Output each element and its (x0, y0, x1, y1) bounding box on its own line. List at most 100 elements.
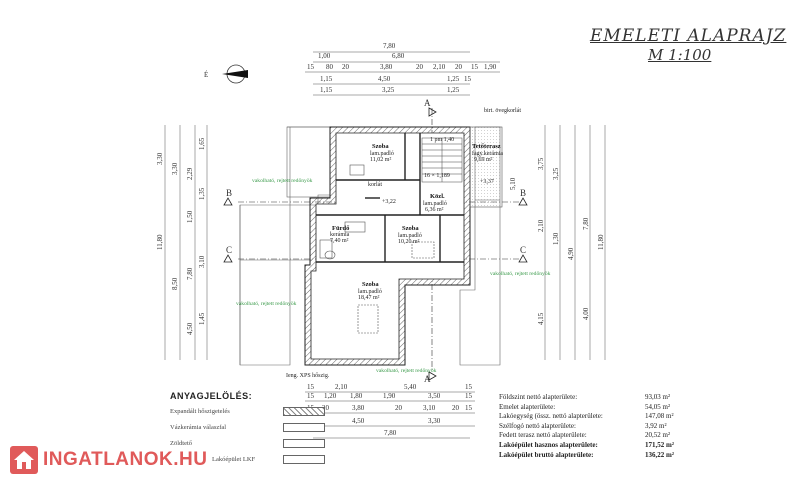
svg-text:7,80: 7,80 (186, 267, 194, 280)
svg-text:4,50: 4,50 (186, 322, 194, 335)
svg-text:Tetőterasz: Tetőterasz (472, 143, 501, 150)
svg-text:A: A (424, 98, 431, 108)
svg-text:15: 15 (307, 392, 315, 400)
svg-text:vakolható, rejtett redőnyök: vakolható, rejtett redőnyök (376, 368, 437, 374)
legend-item-insulation: Expandált hőszigetelés (170, 408, 230, 415)
svg-text:1,50: 1,50 (186, 210, 194, 223)
svg-text:birt. övegkorlát: birt. övegkorlát (484, 108, 521, 114)
svg-text:4,50: 4,50 (378, 75, 391, 83)
svg-text:2,10: 2,10 (537, 219, 545, 232)
fixtures (319, 164, 435, 334)
svg-text:Közl.: Közl. (430, 193, 445, 200)
svg-text:20: 20 (416, 63, 424, 71)
legend-item-lkf: Lakóépület LKF (212, 456, 256, 463)
area-row: Lakóegység (össz. nettó alapterülete:147… (499, 412, 674, 421)
svg-text:2,29: 2,29 (186, 167, 194, 180)
dims-top-lines (305, 51, 500, 96)
svg-text:20: 20 (342, 63, 350, 71)
svg-text:B: B (520, 188, 526, 198)
north-arrow-icon: É (204, 64, 248, 84)
svg-text:20: 20 (455, 63, 463, 71)
svg-text:Ieng. XPS hőszig.: Ieng. XPS hőszig. (286, 373, 330, 379)
svg-text:+3,22: +3,22 (382, 199, 396, 205)
svg-text:Szoba: Szoba (362, 281, 379, 288)
svg-text:4,00: 4,00 (582, 307, 590, 320)
svg-text:1,90: 1,90 (383, 392, 396, 400)
svg-text:3,10: 3,10 (423, 404, 436, 412)
svg-text:Szoba: Szoba (402, 225, 419, 232)
svg-text:8,50: 8,50 (171, 277, 179, 290)
section-markers: B B C C A A (223, 98, 528, 384)
svg-text:3,30: 3,30 (428, 417, 441, 425)
dims-right-text: 3,75 3,25 2,10 1,30 4,90 7,80 11,80 4,15… (509, 157, 605, 325)
svg-text:11,02 m²: 11,02 m² (370, 157, 391, 163)
svg-text:15: 15 (307, 383, 315, 391)
svg-text:3,80: 3,80 (380, 63, 393, 71)
svg-text:4,15: 4,15 (537, 312, 545, 325)
svg-text:4,90: 4,90 (567, 247, 575, 260)
dims-left-text: 11,80 3,30 8,50 3,30 2,29 1,50 7,80 4,50… (156, 137, 206, 335)
drawing-title: EMELETI ALAPRAJZ (590, 26, 787, 46)
roof-terrace (469, 126, 503, 208)
svg-text:20: 20 (322, 404, 330, 412)
room-labels: Szoba lam.padló 11,02 m² Közl. lam.padló… (286, 108, 521, 379)
svg-text:15: 15 (464, 75, 472, 83)
svg-text:3,30: 3,30 (171, 162, 179, 175)
svg-text:korlát: korlát (368, 182, 382, 188)
svg-text:1,15: 1,15 (320, 75, 333, 83)
svg-text:10,20 m²: 10,20 m² (398, 239, 420, 245)
staircase (421, 137, 463, 183)
svg-text:3,75: 3,75 (537, 157, 545, 170)
svg-text:1,45: 1,45 (198, 312, 206, 325)
green-notes: vakolható, rejtett redőnyök vakolható, r… (236, 178, 551, 374)
dims-bottom-lines (305, 391, 475, 439)
svg-text:lam.padló: lam.padló (423, 201, 447, 207)
svg-text:9,69 m²: 9,69 m² (474, 157, 493, 163)
svg-text:18,47 m²: 18,47 m² (358, 295, 380, 301)
svg-text:1,15: 1,15 (320, 86, 333, 94)
svg-text:1,20: 1,20 (324, 392, 337, 400)
svg-text:lam.padló: lam.padló (358, 289, 382, 295)
svg-text:C: C (520, 245, 526, 255)
legend-item-wall: Vázkerámia válaszfal (170, 424, 227, 431)
svg-text:80: 80 (326, 63, 334, 71)
svg-text:5,10: 5,10 (509, 177, 517, 190)
legend-item-greenroof: Zöldtető (170, 440, 193, 447)
svg-text:15: 15 (465, 404, 473, 412)
watermark-text: INGATLANOK.HU (43, 449, 208, 470)
svg-text:kerámia: kerámia (330, 232, 350, 238)
svg-text:C: C (226, 245, 232, 255)
svg-text:3,50: 3,50 (428, 392, 441, 400)
legend-swatch-insulation (283, 407, 325, 416)
svg-text:7,80: 7,80 (384, 429, 397, 437)
svg-text:11,80: 11,80 (156, 234, 164, 250)
svg-text:7,80: 7,80 (582, 217, 590, 230)
svg-text:16 × 1,189: 16 × 1,189 (424, 173, 450, 179)
svg-text:3,10: 3,10 (198, 255, 206, 268)
svg-text:1,65: 1,65 (198, 137, 206, 150)
svg-text:15: 15 (471, 63, 479, 71)
legend-swatch-lkf (283, 455, 325, 464)
dims-bottom-text: 15 2,10 5,40 15 15 1,20 1,80 1,90 3,50 1… (307, 383, 473, 437)
svg-text:fagy.kerámia: fagy.kerámia (472, 150, 503, 157)
svg-text:1,25: 1,25 (447, 86, 460, 94)
legend-title: ANYAGJELÖLÉS: (170, 391, 253, 401)
svg-text:2,10: 2,10 (335, 383, 348, 391)
svg-text:5,40: 5,40 (404, 383, 417, 391)
svg-text:1,00: 1,00 (318, 52, 331, 60)
interior-walls (316, 133, 464, 263)
svg-text:15: 15 (465, 392, 473, 400)
svg-text:15: 15 (307, 63, 315, 71)
area-table: Földszint nettó alapterülete:93,03 m² Em… (499, 393, 689, 460)
watermark-logo: INGATLANOK.HU (10, 446, 207, 474)
svg-text:20: 20 (395, 404, 403, 412)
svg-text:1,35: 1,35 (198, 187, 206, 200)
area-row: Földszint nettó alapterülete:93,03 m² (499, 393, 671, 401)
area-row: Fedett terasz nettó alapterülete:20,52 m… (499, 431, 671, 440)
outer-walls (304, 126, 471, 366)
svg-text:4,50: 4,50 (352, 417, 365, 425)
legend-swatch-greenroof (283, 439, 325, 448)
svg-text:1,80: 1,80 (350, 392, 363, 400)
svg-text:vakolható, rejtett redőnyök: vakolható, rejtett redőnyök (236, 301, 297, 307)
